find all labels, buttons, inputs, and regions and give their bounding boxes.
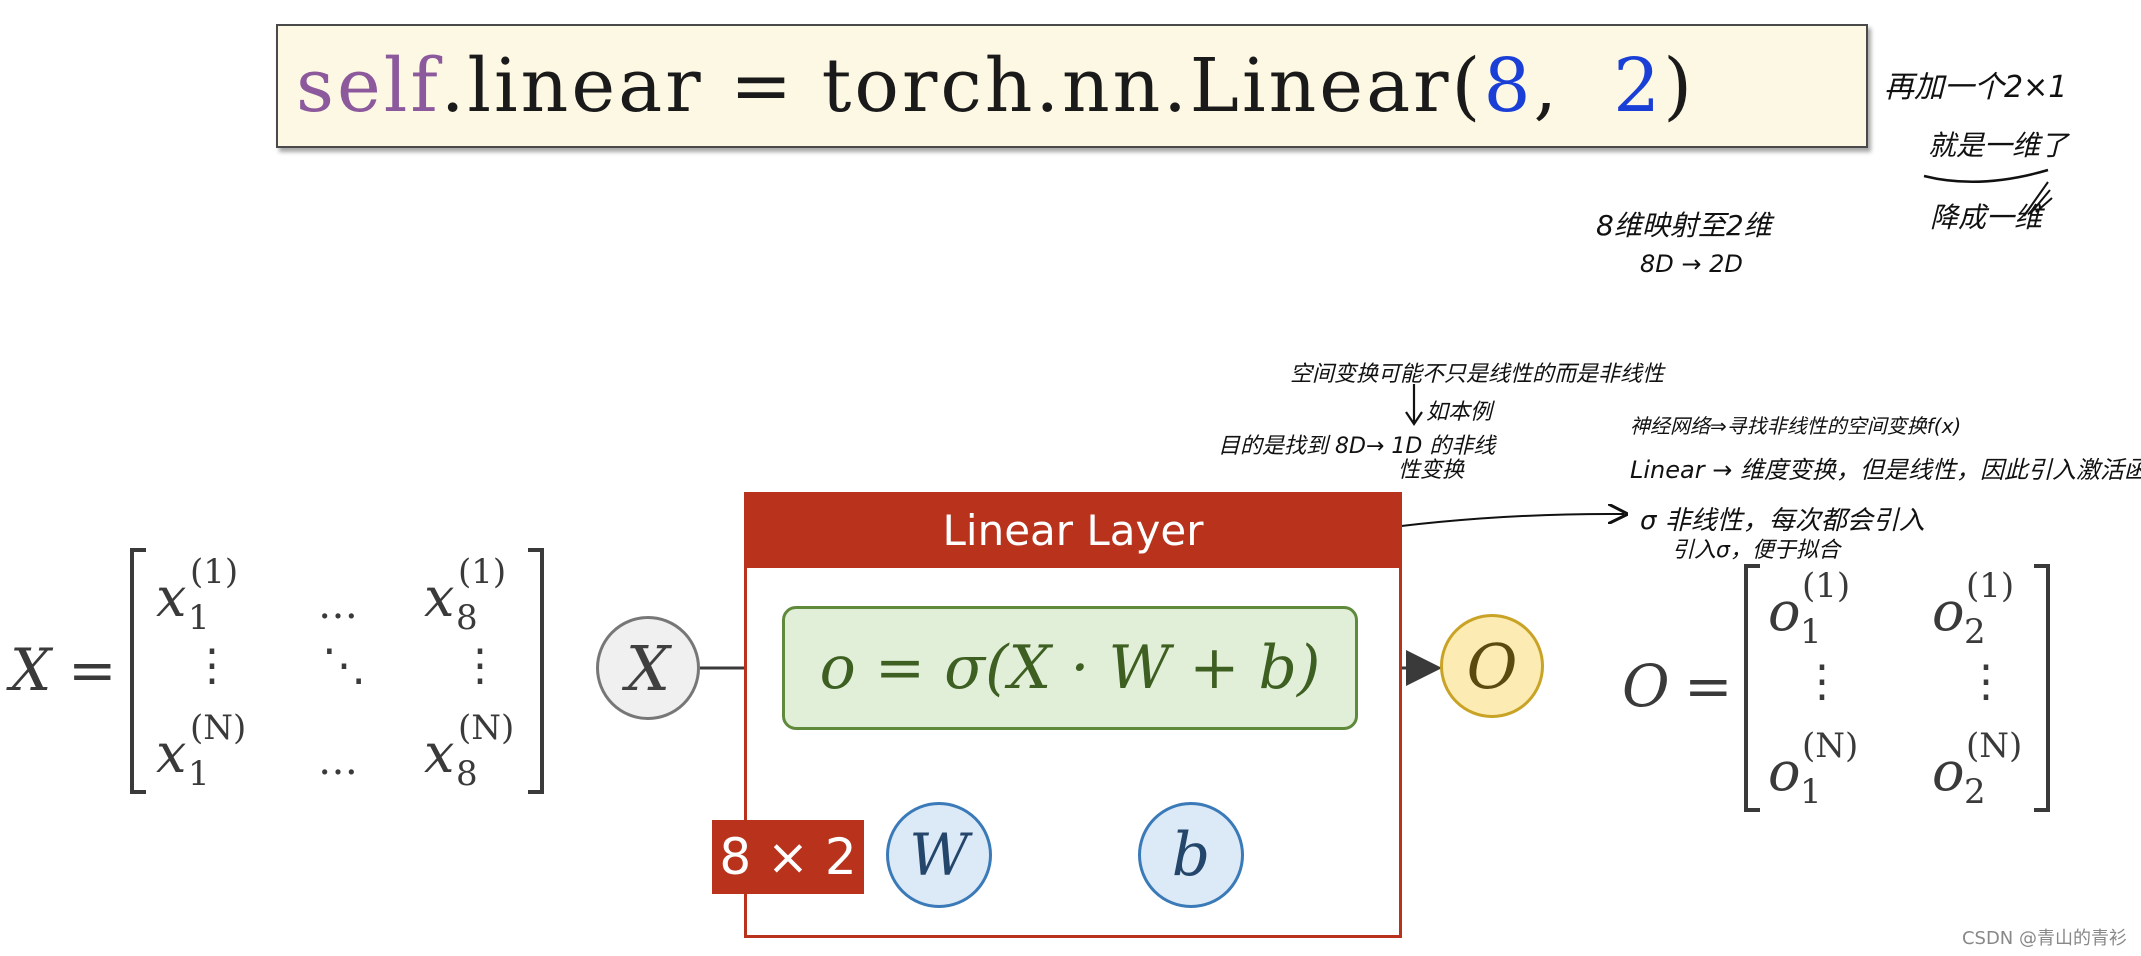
matrix-x-cell-top-left: x (1) 1 — [156, 552, 239, 638]
note-transform: 性变换 — [1398, 458, 1465, 483]
input-node-x: X — [596, 616, 700, 720]
matrix-x-hdots-bottom: … — [318, 738, 358, 784]
matrix-o-lhs: O — [1622, 652, 1670, 720]
code-snippet: self.linear = torch.nn.Linear(8, 2) — [276, 24, 1868, 148]
output-node-o: O — [1440, 614, 1544, 718]
watermark: CSDN @青山的青衫 — [1961, 928, 2127, 949]
note-introduce-sigma: 引入σ，便于拟合 — [1672, 538, 1840, 563]
matrix-o-equals: = — [1684, 652, 1733, 720]
code-body: .linear = torch.nn.Linear( — [440, 43, 1484, 129]
note-linear-is-linear: Linear → 维度变换，但是线性，因此引入激活函数 — [1630, 456, 2141, 484]
code-self-keyword: self — [296, 43, 441, 129]
note-sigma-nonlinear: σ 非线性，每次都会引入 — [1640, 506, 1925, 536]
note-is-one-dim: 就是一维了 — [1928, 129, 2069, 162]
matrix-o-cell-bottom-right: o (N) 2 — [1932, 726, 2023, 812]
code-out-features: 2 — [1613, 43, 1664, 129]
matrix-o-cell-top-left: o (1) 1 — [1768, 566, 1851, 652]
matrix-x-cell-bottom-right: x (N) 8 — [424, 708, 515, 794]
matrix-x-vdots-right: ⋮ — [458, 640, 502, 691]
note-add-2x1: 再加一个2×1 — [1884, 70, 2068, 105]
brace-annotation — [1923, 168, 2053, 217]
note-nonlinear-transform: 空间变换可能不只是线性的而是非线性 — [1290, 362, 1665, 387]
code-separator: , — [1533, 43, 1614, 129]
note-neural-net-goal: 神经网络⇒寻找非线性的空间变换f(x) — [1630, 414, 1962, 438]
down-arrow-icon — [1405, 384, 1423, 426]
matrix-x-brackets — [130, 548, 544, 794]
matrix-x-ddots: ⋱ — [322, 640, 366, 691]
code-in-features: 8 — [1483, 43, 1534, 129]
matrix-x-hdots-top: … — [318, 582, 358, 628]
matrix-o-vdots-right: ⋮ — [1964, 656, 2008, 707]
matrix-x-cell-top-right: x (1) 8 — [424, 552, 507, 638]
matrix-x-cell-bottom-left: x (N) 1 — [156, 708, 247, 794]
activation-formula: o = σ(X · W + b) — [782, 606, 1358, 730]
matrix-x-vdots-left: ⋮ — [190, 640, 234, 691]
matrix-o-cell-bottom-left: o (N) 1 — [1768, 726, 1859, 812]
linear-layer-title: Linear Layer — [744, 492, 1402, 568]
matrix-x-equals: = — [68, 636, 117, 704]
note-like-this-example: 如本例 — [1426, 400, 1493, 425]
matrix-o-cell-top-right: o (1) 2 — [1932, 566, 2015, 652]
code-close-paren: ) — [1663, 43, 1696, 129]
note-goal-8d-1d: 目的是找到 8D→ 1D 的非线 — [1218, 434, 1496, 459]
weight-node-w: W — [886, 802, 992, 908]
matrix-o-vdots-left: ⋮ — [1800, 656, 1844, 707]
note-8d-to-2d: 8D → 2D — [1640, 250, 1743, 278]
note-reduce-one-dim: 降成一维 — [1930, 201, 2043, 234]
note-8d-to-2d-cn: 8维映射至2维 — [1596, 209, 1772, 242]
matrix-x-lhs: X — [10, 636, 52, 704]
weight-shape-badge: 8 × 2 — [712, 820, 864, 894]
matrix-o-brackets — [1744, 564, 2050, 812]
bias-node-b: b — [1138, 802, 1244, 908]
